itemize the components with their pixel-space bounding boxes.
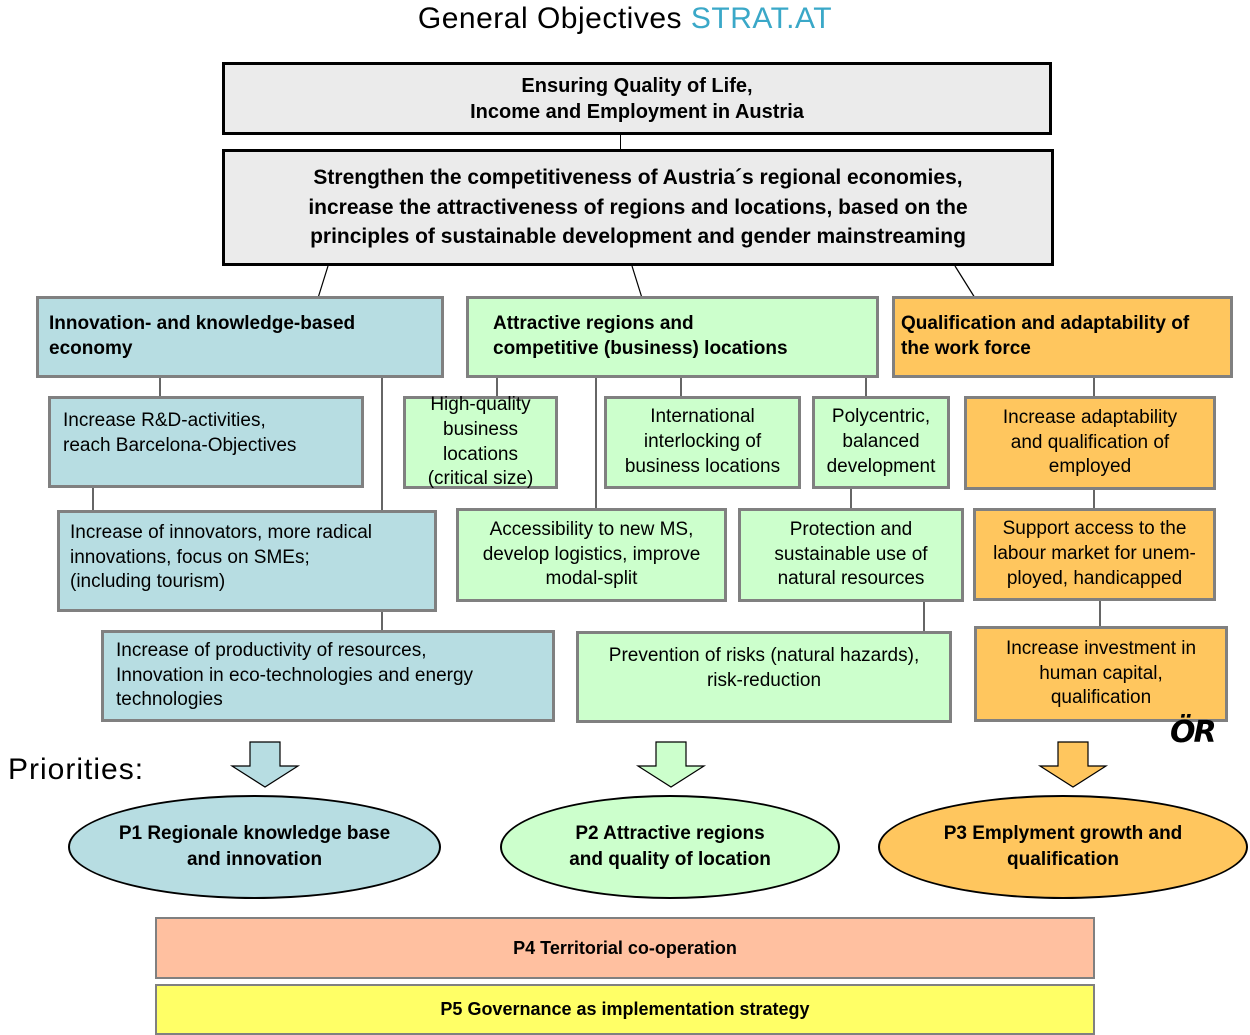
priorities-label: Priorities: xyxy=(8,753,145,786)
overall-objective-box: Strengthen the competitiveness of Austri… xyxy=(222,149,1054,266)
objective-adaptability: Increase adaptability and qualification … xyxy=(964,396,1216,490)
pillar-innovation: Innovation- and knowledge-based economy xyxy=(36,296,444,378)
objective-business-locations: High-quality business locations (critica… xyxy=(403,394,558,489)
objective-innovators: Increase of innovators, more radical inn… xyxy=(57,510,437,612)
priority-p2: P2 Attractive regions and quality of loc… xyxy=(500,795,840,899)
objective-accessibility: Accessibility to new MS, develop logisti… xyxy=(456,508,727,602)
priority-p3: P3 Emplyment growth and qualification xyxy=(878,795,1248,899)
oerok-logo: ÖR xyxy=(1170,715,1217,750)
diagram-title: General Objectives STRAT.AT xyxy=(0,2,1250,36)
objective-labour-market-access: Support access to the labour market for … xyxy=(973,508,1216,601)
goal-box: Ensuring Quality of Life, Income and Emp… xyxy=(222,62,1052,135)
title-accent: STRAT.AT xyxy=(690,2,833,35)
connector xyxy=(620,135,621,149)
objective-international-interlocking: International interlocking of business l… xyxy=(604,396,801,489)
objective-human-capital: Increase investment in human capital, qu… xyxy=(974,626,1228,722)
objective-polycentric: Polycentric, balanced development xyxy=(812,396,950,489)
pillar-qualification: Qualification and adaptability of the wo… xyxy=(892,296,1233,378)
priority-p5-bar: P5 Governance as implementation strategy xyxy=(155,984,1095,1035)
logo-text: ÖR xyxy=(1170,715,1217,750)
objective-rd-activities: Increase R&D-activities, reach Barcelona… xyxy=(48,396,364,488)
objective-productivity-resources: Increase of productivity of resources, I… xyxy=(101,630,555,722)
priority-p4-bar: P4 Territorial co-operation xyxy=(155,917,1095,979)
objective-natural-resources: Protection and sustainable use of natura… xyxy=(738,508,964,602)
objective-risk-prevention: Prevention of risks (natural hazards), r… xyxy=(576,631,952,723)
title-main: General Objectives xyxy=(417,2,691,35)
priority-p1: P1 Regionale knowledge base and innovati… xyxy=(68,795,441,899)
pillar-attractive-regions: Attractive regions and competitive (busi… xyxy=(466,296,879,378)
